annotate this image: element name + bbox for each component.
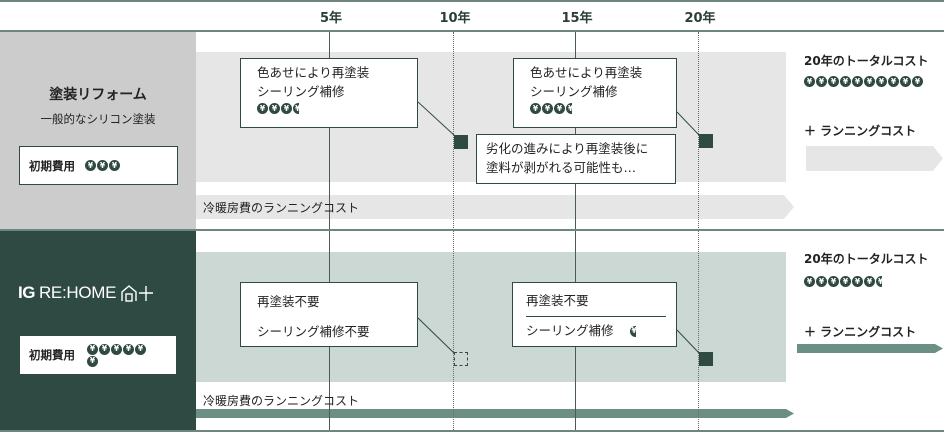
callout-line2: シーリング補修 [257, 84, 345, 99]
row-b-callout-15y: 再塗装不要 シーリング補修 ¥ [512, 282, 677, 347]
year-label-5: 5年 [319, 11, 343, 26]
bottom-rule [0, 430, 944, 432]
logo-ig: IG [18, 283, 35, 302]
yen-coin-icon: ¥ [900, 76, 911, 87]
row-divider [0, 229, 944, 231]
row-b-label-panel [0, 231, 196, 430]
row-a-label-panel [0, 32, 196, 229]
yen-coin-icon: ¥ [97, 160, 108, 171]
yen-coin-icon: ¥ [87, 343, 98, 355]
logo-rehome: RE:HOME [38, 283, 117, 302]
yen-coin-icon: ¥ [85, 160, 96, 171]
coin-group: ¥¥¥ [85, 160, 120, 171]
yen-coin-icon: ¥ [111, 343, 122, 355]
initial-cost-label: 初期費用 [29, 348, 75, 362]
yen-coin-icon: ¥ [804, 276, 815, 287]
year-line-10 [453, 32, 454, 430]
row-b-marker-10y-empty [454, 352, 468, 366]
yen-coin-icon: ¥ [816, 276, 827, 287]
yen-coin-icon: ¥ [864, 276, 875, 287]
row-b-running-cost-arrow [196, 409, 794, 418]
yen-coin-icon: ¥ [554, 103, 565, 114]
connector-line [677, 329, 700, 354]
yen-coin-icon: ¥ [828, 76, 839, 87]
row-b-plus-running: ＋ ランニングコスト [804, 325, 917, 339]
yen-coin-icon: ¥ [269, 103, 280, 114]
row-a-callout-15y: 色あせにより再塗装 シーリング補修 ¥¥¥¥ [513, 58, 677, 128]
row-a-deterioration-note: 劣化の進みにより再塗装後に 塗料が剥がれる可能性も… [476, 134, 676, 184]
yen-coin-icon: ¥ [123, 343, 134, 355]
row-b-total-coins: ¥¥¥¥¥¥¥ [804, 276, 940, 287]
ig-rehome-logo: IG RE:HOME [18, 283, 154, 303]
row-a-initial-cost-box: 初期費用 ¥¥¥ [19, 146, 178, 185]
yen-coin-icon: ¥ [135, 343, 146, 355]
house-plus-icon [121, 285, 154, 302]
row-a-plus-running: ＋ ランニングコスト [804, 124, 917, 138]
yen-coin-icon: ¥ [87, 355, 98, 367]
row-a-marker-20y [699, 134, 713, 148]
top-rule [0, 0, 944, 2]
yen-coin-icon: ¥ [912, 76, 923, 87]
row-a-marker-10y [454, 135, 468, 149]
yen-coin-icon: ¥ [852, 76, 863, 87]
year-line-5 [329, 32, 330, 430]
half-yen-coin-icon: ¥ [566, 103, 572, 114]
yen-coin-icon: ¥ [852, 276, 863, 287]
row-b-initial-cost-box: 初期費用 ¥¥¥¥¥¥ [19, 335, 177, 375]
coin-group: ¥¥¥¥ [257, 103, 417, 114]
yen-coin-icon: ¥ [99, 343, 110, 355]
half-yen-coin-icon: ¥ [629, 325, 636, 337]
row-b-running-cost-label: 冷暖房費のランニングコスト [203, 394, 360, 408]
note-line1: 劣化の進みにより再塗装後に [486, 141, 649, 156]
connector-line [418, 101, 456, 137]
header-rule [0, 30, 944, 32]
row-a-total-coins: ¥¥¥¥¥¥¥¥¥¥ [804, 76, 940, 87]
row-a-callout-5y: 色あせにより再塗装 シーリング補修 ¥¥¥¥ [240, 58, 418, 128]
callout-line1: 再塗装不要 [526, 287, 666, 317]
yen-coin-icon: ¥ [281, 103, 292, 114]
year-label-10: 10年 [439, 11, 471, 26]
year-line-20 [698, 32, 699, 430]
callout-line1: 再塗装不要 [257, 294, 320, 309]
coin-group: ¥ [629, 325, 636, 337]
row-a-total-title: 20年のトータルコスト [804, 54, 929, 68]
coin-group: ¥¥¥¥ [530, 103, 676, 114]
callout-line1: 色あせにより再塗装 [530, 65, 643, 80]
coin-group: ¥¥¥¥¥¥ [87, 343, 151, 367]
row-a-subtitle: 一般的なシリコン塗装 [40, 112, 156, 126]
yen-coin-icon: ¥ [542, 103, 553, 114]
year-line-15 [575, 32, 576, 430]
callout-line2: シーリング補修 [526, 323, 614, 338]
yen-coin-icon: ¥ [257, 103, 268, 114]
yen-coin-icon: ¥ [888, 76, 899, 87]
callout-line2: シーリング補修不要 [257, 324, 370, 339]
yen-coin-icon: ¥ [530, 103, 541, 114]
callout-line1: 色あせにより再塗装 [257, 65, 370, 80]
connector-line [418, 317, 455, 354]
half-yen-coin-icon: ¥ [293, 103, 299, 114]
row-a-title: 塗装リフォーム [49, 87, 147, 103]
row-a-running-cost-label: 冷暖房費のランニングコスト [203, 201, 360, 215]
row-b-callout-5y: 再塗装不要 シーリング補修不要 [240, 282, 418, 347]
yen-coin-icon: ¥ [840, 276, 851, 287]
row-a-total-running-arrow [806, 146, 943, 171]
year-label-20: 20年 [684, 11, 716, 26]
yen-coin-icon: ¥ [876, 76, 887, 87]
callout-line2: シーリング補修 [530, 84, 618, 99]
row-a-running-cost-arrow [196, 195, 794, 219]
yen-coin-icon: ¥ [804, 76, 815, 87]
note-line2: 塗料が剥がれる可能性も… [486, 160, 637, 175]
row-b-total-title: 20年のトータルコスト [804, 252, 929, 266]
row-b-total-running-arrow [797, 344, 943, 353]
connector-line [677, 111, 700, 136]
yen-coin-icon: ¥ [840, 76, 851, 87]
yen-coin-icon: ¥ [828, 276, 839, 287]
yen-coin-icon: ¥ [816, 76, 827, 87]
year-label-15: 15年 [561, 11, 593, 26]
initial-cost-label: 初期費用 [29, 158, 75, 173]
yen-coin-icon: ¥ [109, 160, 120, 171]
row-b-marker-20y [699, 352, 713, 366]
yen-coin-icon: ¥ [864, 76, 875, 87]
half-yen-coin-icon: ¥ [876, 276, 882, 287]
